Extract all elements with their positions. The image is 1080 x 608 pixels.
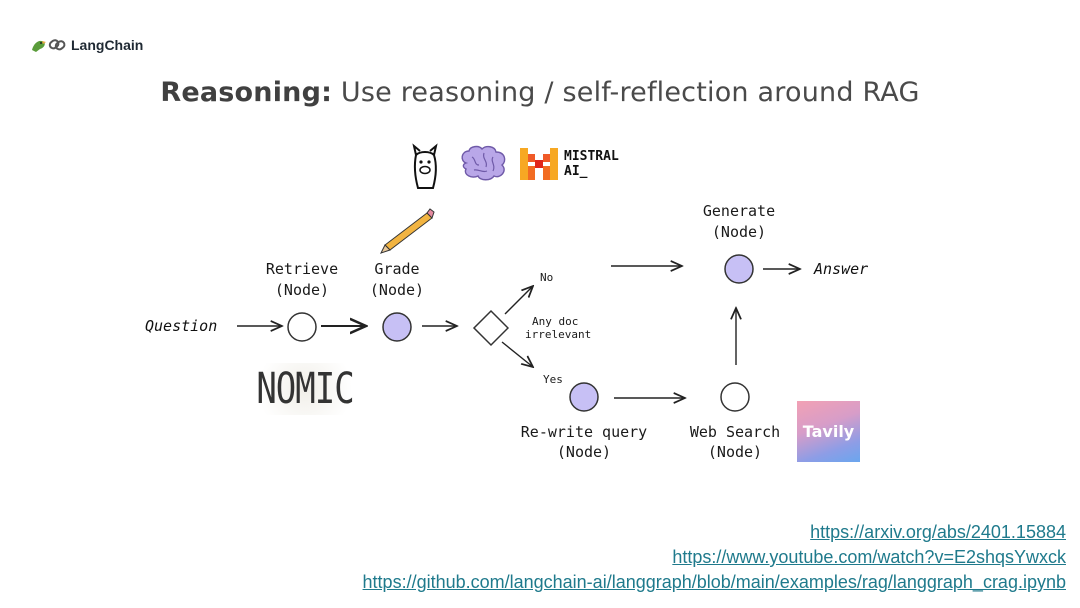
generate-node[interactable] (724, 254, 754, 284)
mistral-wordmark-line2: AI_ (564, 164, 588, 179)
tavily-wordmark: Tavily (802, 422, 855, 441)
grade-node-label: Grade (374, 260, 419, 278)
question-label: Question (145, 317, 217, 335)
retrieve-node[interactable] (287, 312, 317, 342)
generate-node-label: Generate (703, 202, 775, 220)
rewrite-node[interactable] (569, 382, 599, 412)
answer-label: Answer (813, 260, 868, 278)
slide-title: Reasoning: Use reasoning / self-reflecti… (0, 77, 1080, 108)
tavily-logo: Tavily (797, 401, 860, 462)
retrieve-node-label: Retrieve (266, 260, 338, 278)
link-arxiv[interactable]: https://arxiv.org/abs/2401.15884 (810, 522, 1066, 542)
link-youtube[interactable]: https://www.youtube.com/watch?v=E2shqsYw… (672, 547, 1066, 567)
websearch-node[interactable] (720, 382, 750, 412)
nomic-wordmark: NOMIC (256, 364, 354, 414)
decision-diamond[interactable] (472, 309, 510, 347)
no-label: No (540, 271, 553, 284)
websearch-node-sublabel: (Node) (708, 443, 762, 461)
mistral-logo: MISTRAL AI_ (520, 148, 619, 180)
llama-icon (412, 143, 438, 189)
yes-label: Yes (543, 373, 563, 386)
websearch-node-label: Web Search (690, 423, 780, 441)
retrieve-node-sublabel: (Node) (275, 281, 329, 299)
pencil-icon (380, 208, 435, 254)
brand: LangChain (30, 36, 143, 54)
slide-title-rest: Use reasoning / self-reflection around R… (332, 77, 920, 108)
langchain-logo-icon (32, 39, 66, 52)
generate-node-sublabel: (Node) (712, 223, 766, 241)
edge-decision-no (504, 286, 533, 315)
nomic-logo: NOMIC (256, 363, 355, 415)
decision-label-line1: Any doc (532, 315, 578, 328)
brain-icon (461, 145, 506, 181)
link-github[interactable]: https://github.com/langchain-ai/langgrap… (362, 572, 1066, 592)
brand-name: LangChain (71, 37, 144, 53)
slide-title-bold: Reasoning: (160, 77, 333, 108)
mistral-wordmark: MISTRAL AI_ (564, 149, 619, 179)
decision-label-line2: irrelevant (525, 328, 591, 341)
grade-node-sublabel: (Node) (370, 281, 424, 299)
rewrite-node-sublabel: (Node) (557, 443, 611, 461)
edge-decision-yes (501, 341, 533, 367)
mistral-mark-icon (520, 148, 558, 180)
grade-node[interactable] (382, 312, 412, 342)
reference-links: https://arxiv.org/abs/2401.15884 https:/… (363, 520, 1066, 595)
mistral-wordmark-line1: MISTRAL (564, 149, 619, 164)
rewrite-node-label: Re-write query (521, 423, 647, 441)
